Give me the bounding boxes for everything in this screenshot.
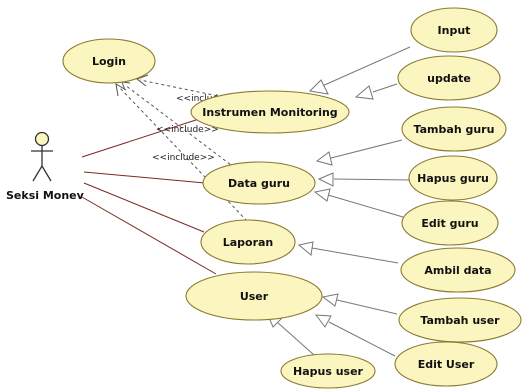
gen-head-edit-user: [314, 314, 332, 328]
use-case-label: Edit User: [418, 358, 475, 371]
use-case-label: update: [427, 72, 471, 85]
use-case-instrumen-monitoring[interactable]: Instrumen Monitoring: [190, 90, 350, 134]
use-case-ellipse: [401, 200, 499, 246]
use-case-update[interactable]: update: [397, 55, 501, 101]
use-case-ellipse: [408, 155, 498, 201]
actor-head: [34, 131, 50, 147]
gen-input: [319, 46, 411, 88]
assoc-laporan: [83, 182, 205, 233]
use-case-ellipse: [200, 219, 296, 265]
include-label-laporan: <<include>>: [152, 153, 215, 163]
gen-update: [372, 83, 398, 93]
use-case-ellipse: [401, 106, 507, 152]
use-case-data-guru[interactable]: Data guru: [202, 161, 316, 205]
include-label-data-guru: <<include>>: [156, 125, 219, 135]
use-case-label: Hapus guru: [417, 172, 489, 185]
use-case-ellipse: [394, 341, 498, 387]
use-case-label: Hapus user: [293, 365, 364, 378]
generalization-lines: [266, 46, 411, 364]
use-case-label: Login: [92, 55, 126, 68]
gen-edit-user: [328, 321, 396, 357]
use-case-label: Ambil data: [424, 264, 491, 277]
gen-edit-guru: [327, 194, 404, 218]
use-case-ellipse: [410, 7, 498, 53]
use-case-ellipse: [398, 297, 522, 343]
use-case-label: Laporan: [223, 236, 274, 249]
use-case-label: Data guru: [228, 177, 290, 190]
use-case-ellipse: [202, 161, 316, 205]
actor-legs: [32, 164, 52, 182]
use-case-user[interactable]: User: [185, 271, 323, 321]
use-case-label: Edit guru: [421, 217, 478, 230]
use-case-edit-guru[interactable]: Edit guru: [401, 200, 499, 246]
use-case-label: Instrumen Monitoring: [202, 106, 337, 119]
use-case-ellipse: [400, 247, 516, 293]
association-lines: [81, 116, 217, 275]
use-case-hapus-guru[interactable]: Hapus guru: [408, 155, 498, 201]
gen-head-edit-guru: [313, 188, 331, 202]
assoc-data-guru: [83, 171, 206, 184]
use-case-ellipse: [397, 55, 501, 101]
use-case-label: User: [240, 290, 269, 303]
include-arrow-laporan: [115, 83, 127, 97]
gen-head-tambah-user: [321, 293, 339, 307]
gen-head-tambah-guru: [315, 151, 333, 166]
gen-tambah-guru: [330, 139, 403, 159]
use-case-ambil-data[interactable]: Ambil data: [400, 247, 516, 293]
use-case-hapus-user[interactable]: Hapus user: [280, 353, 376, 389]
include-line-data-guru: [124, 84, 236, 169]
use-case-ellipse: [185, 271, 323, 321]
gen-tambah-user: [336, 299, 398, 315]
use-case-tambah-guru[interactable]: Tambah guru: [401, 106, 507, 152]
include-line-instrumen: [139, 79, 224, 98]
use-case-label: Input: [438, 24, 471, 37]
use-case-laporan[interactable]: Laporan: [200, 219, 296, 265]
use-case-ellipse: [62, 38, 156, 84]
use-case-edit-user[interactable]: Edit User: [394, 341, 498, 387]
gen-head-hapus-guru: [317, 172, 334, 187]
gen-hapus-guru: [333, 178, 411, 181]
gen-head-update: [354, 85, 374, 100]
assoc-instrumen: [81, 116, 206, 158]
use-case-label: Tambah guru: [414, 123, 495, 136]
use-case-login[interactable]: Login: [62, 38, 156, 84]
gen-ambil-data: [311, 247, 399, 264]
assoc-user: [81, 196, 217, 275]
gen-head-ambil-data: [297, 241, 314, 256]
use-case-label: Tambah user: [420, 314, 500, 327]
gen-head-input: [308, 79, 329, 95]
use-case-ellipse: [190, 90, 350, 134]
actor-seksi-monev: Seksi Monev: [6, 131, 85, 202]
use-case-tambah-user[interactable]: Tambah user: [398, 297, 522, 343]
use-case-input[interactable]: Input: [410, 7, 498, 53]
use-case-ellipse: [280, 353, 376, 389]
actor-label: Seksi Monev: [6, 189, 85, 202]
